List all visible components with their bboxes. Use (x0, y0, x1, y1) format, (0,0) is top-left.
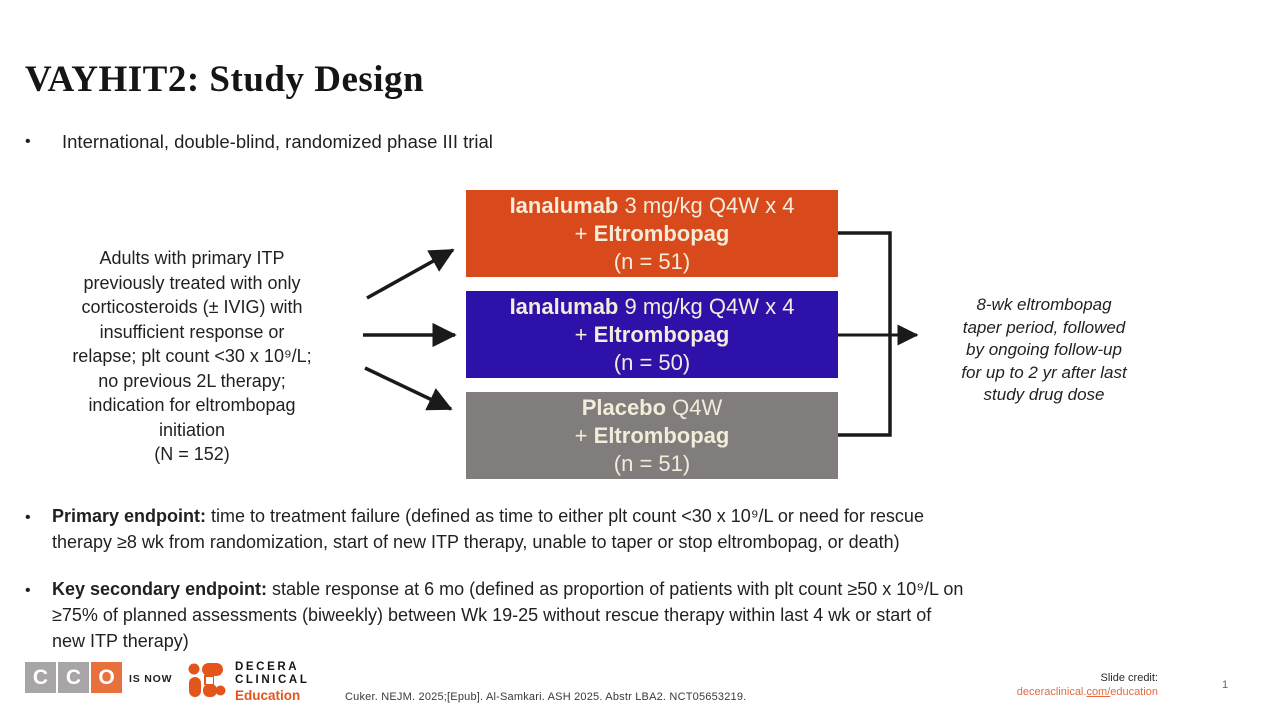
credit-link-part: education (1110, 686, 1158, 698)
cco-logo-letter: C (25, 662, 56, 693)
secondary-endpoint-body: Key secondary endpoint: stable response … (52, 576, 1197, 654)
arm-line-1: Ianalumab 9 mg/kg Q4W x 4 (510, 293, 795, 321)
intro-bullet-text: International, double-blind, randomized … (62, 131, 493, 152)
arm-line-1: Placebo Q4W (582, 394, 723, 422)
arm-plus: + (574, 321, 594, 347)
decera-name-line2: CLINICAL (235, 674, 310, 686)
arm-box-ianalumab-3mg: Ianalumab 3 mg/kg Q4W x 4 + Eltrombopag … (466, 190, 838, 277)
arm-dose: 3 mg/kg Q4W x 4 (618, 192, 795, 218)
followup-note: 8-wk eltrombopag taper period, followed … (961, 295, 1127, 404)
arm-line-1: Ianalumab 3 mg/kg Q4W x 4 (510, 192, 795, 220)
slide-credit-label: Slide credit: (1100, 672, 1158, 684)
arrow-to-arm-3-icon (364, 366, 453, 411)
endpoint-label: Key secondary endpoint: (52, 579, 268, 599)
arm-box-placebo: Placebo Q4W + Eltrombopag (n = 51) (466, 392, 838, 479)
arm-dose: 9 mg/kg Q4W x 4 (618, 293, 795, 319)
flow-connectors (363, 231, 919, 437)
page-number: 1 (1222, 679, 1229, 691)
decera-name-line3: Education (235, 688, 301, 703)
arm-combo: Eltrombopag (593, 321, 730, 347)
arm-dose: Q4W (666, 394, 723, 420)
is-now-label: IS NOW (129, 673, 173, 685)
primary-endpoint-body: Primary endpoint: time to treatment fail… (52, 503, 1197, 555)
arrow-to-arm-1-icon (366, 248, 455, 300)
bullet-icon: • (25, 509, 31, 526)
credit-link-part: com/ (1086, 686, 1111, 698)
population-description: Adults with primary ITP previously treat… (72, 248, 312, 464)
arm-combo: Eltrombopag (593, 422, 730, 448)
decera-wordmark: DECERA CLINICAL Education (235, 661, 309, 703)
endpoint-label: Primary endpoint: (52, 506, 207, 526)
decera-logo-icon (188, 663, 226, 697)
cco-logo-letter: O (91, 662, 122, 693)
credit-link-part: deceraclinical. (1016, 686, 1087, 698)
slide-credit-link[interactable]: deceraclinical.com/education (1017, 686, 1158, 698)
intro-bullet: • International, double-blind, randomized… (25, 131, 493, 153)
arm-box-ianalumab-9mg: Ianalumab 9 mg/kg Q4W x 4 + Eltrombopag … (466, 291, 838, 378)
bullet-icon: • (25, 582, 31, 599)
key-secondary-endpoint: • Key secondary endpoint: stable response… (25, 576, 1225, 654)
arm-line-2: + Eltrombopag (575, 422, 730, 450)
cco-logo: C C O (25, 662, 122, 693)
arm-n: (n = 50) (613, 349, 691, 375)
arm-drug: Ianalumab (509, 192, 619, 218)
slide-credit: Slide credit: deceraclinical.com/educati… (1017, 671, 1158, 699)
arm-combo: Eltrombopag (593, 220, 730, 246)
bullet-icon: • (25, 133, 31, 150)
page-title: VAYHIT2: Study Design (25, 59, 425, 100)
decera-name-line1: DECERA (235, 661, 300, 673)
arm-plus: + (574, 422, 594, 448)
primary-endpoint: • Primary endpoint: time to treatment fai… (25, 503, 1225, 555)
endpoint-text: stable response at 6 mo (defined as prop… (52, 579, 964, 651)
endpoint-text: time to treatment failure (defined as ti… (52, 506, 924, 552)
arm-plus: + (574, 220, 594, 246)
arm-line-2: + Eltrombopag (575, 321, 730, 349)
arm-drug: Placebo (581, 394, 667, 420)
cco-logo-letter: C (58, 662, 89, 693)
arm-drug: Ianalumab (509, 293, 619, 319)
arm-n: (n = 51) (613, 248, 691, 274)
arm-n: (n = 51) (613, 450, 691, 476)
citation: Cuker. NEJM. 2025;[Epub]. Al-Samkari. AS… (345, 691, 747, 703)
arm-line-2: + Eltrombopag (575, 220, 730, 248)
